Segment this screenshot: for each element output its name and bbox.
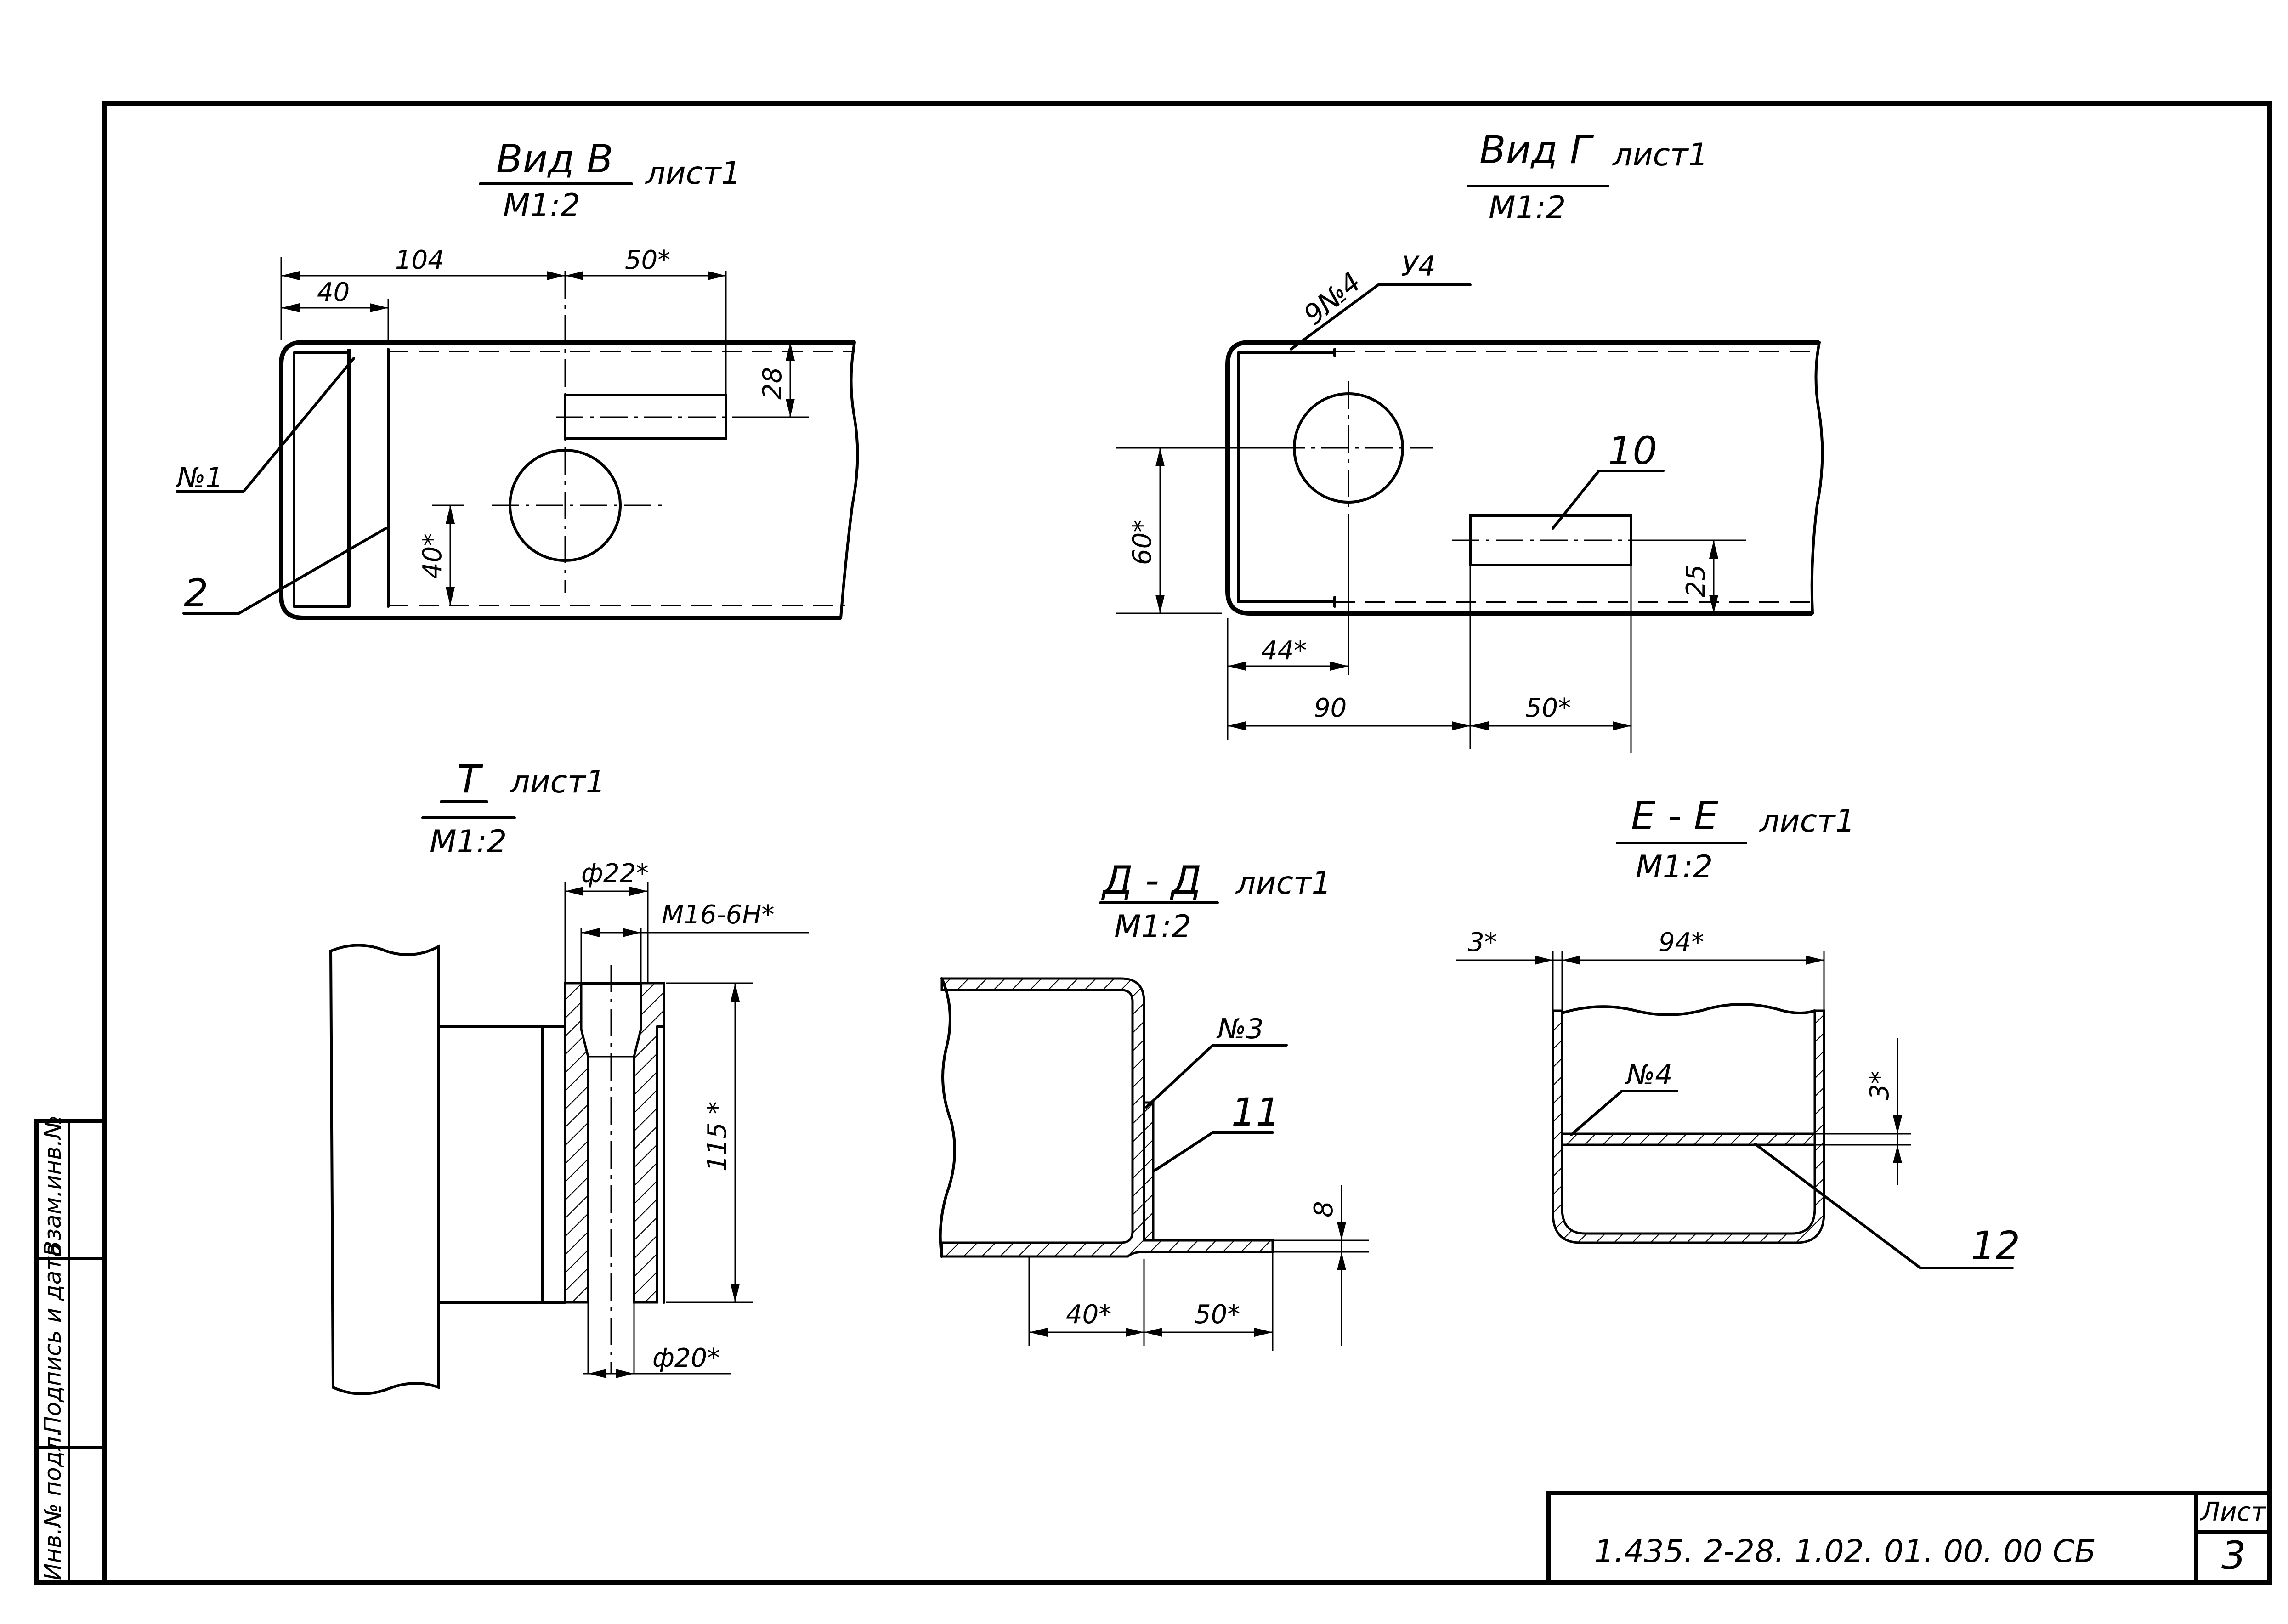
view-g-title: Вид Г: [1479, 127, 1594, 172]
dim-d-40: 40*: [1066, 1300, 1111, 1330]
dim-g-25: 25: [1681, 565, 1711, 597]
callout-n4a: 9№4: [1298, 266, 1367, 332]
dim-t-d20: ф20*: [652, 1343, 720, 1373]
callout-2: 2: [184, 571, 208, 616]
callout-n3: №3: [1216, 1013, 1264, 1045]
side-stamp-f3: Взам.инв.№: [40, 1115, 66, 1256]
dim-d-8: 8: [1309, 1201, 1339, 1217]
side-stamp-f1: Инв.№ подл.: [40, 1429, 66, 1580]
callout-y4: У4: [1401, 250, 1436, 283]
side-stamp: Инв.№ подл. Подпись и дата Взам.инв.№: [40, 1115, 66, 1580]
view-v: Вид В М1:2 лист1 104 50* 40: [176, 136, 859, 620]
section-e-sheet: лист1: [1759, 803, 1855, 839]
dim-t-115: 115 *: [702, 1101, 732, 1171]
view-t: Т М1:2 лист1 ф22* М16-6Н*: [329, 757, 809, 1395]
sheet-label: Лист: [2200, 1497, 2266, 1527]
view-g-scale: М1:2: [1489, 190, 1566, 226]
section-d-sheet: лист1: [1235, 865, 1331, 901]
callout-n4b: №4: [1625, 1059, 1673, 1091]
dim-e-94: 94*: [1659, 928, 1704, 957]
view-t-sheet: лист1: [509, 764, 606, 800]
dim-v-28: 28: [758, 367, 787, 400]
section-e-title: Е - Е: [1631, 793, 1718, 838]
dim-g-50: 50*: [1525, 693, 1571, 723]
callout-11: 11: [1231, 1090, 1280, 1135]
dim-t-d22: ф22*: [581, 859, 649, 888]
dim-g-90: 90: [1314, 693, 1347, 723]
dim-g-44: 44*: [1261, 636, 1307, 666]
view-v-sheet: лист1: [645, 155, 741, 192]
sheet-number: 3: [2221, 1533, 2246, 1578]
section-e: Е - Е М1:2 лист1 3* 3* 94* №4 12: [1456, 793, 2020, 1269]
dim-v-104: 104: [395, 245, 444, 275]
view-v-scale: М1:2: [503, 187, 580, 224]
side-stamp-f2: Подпись и дата: [40, 1243, 66, 1433]
dim-g-60: 60*: [1127, 520, 1157, 565]
view-t-title: Т: [457, 757, 483, 802]
dim-t-m16: М16-6Н*: [662, 900, 775, 930]
sheet-frame: [34, 101, 2272, 1585]
dim-v-40: 40: [317, 277, 350, 307]
view-v-title: Вид В: [496, 136, 613, 181]
document-code: 1.435. 2-28. 1.02. 01. 00. 00 СБ: [1594, 1533, 2096, 1570]
dim-e-3a: 3*: [1468, 928, 1497, 957]
dim-d-50: 50*: [1195, 1300, 1240, 1330]
view-g-sheet: лист1: [1612, 137, 1708, 173]
dim-v-50: 50*: [625, 245, 670, 275]
dim-e-3b: 3*: [1865, 1071, 1895, 1100]
section-d: Д - Д М1:2 лист1 40* 50* 8 №3 11: [939, 858, 1369, 1351]
view-t-scale: М1:2: [430, 824, 507, 860]
title-block: 1.435. 2-28. 1.02. 01. 00. 00 СБ Лист 3: [1594, 1497, 2266, 1578]
view-g: Вид Г М1:2 лист1 60* 44*: [1116, 127, 1824, 753]
callout-10: 10: [1608, 428, 1657, 473]
dim-v-40s: 40*: [418, 533, 447, 579]
section-e-scale: М1:2: [1636, 849, 1713, 885]
section-d-title: Д - Д: [1101, 858, 1201, 903]
callout-12: 12: [1971, 1223, 2020, 1268]
section-d-scale: М1:2: [1114, 909, 1191, 945]
callout-n1: №1: [176, 462, 223, 494]
